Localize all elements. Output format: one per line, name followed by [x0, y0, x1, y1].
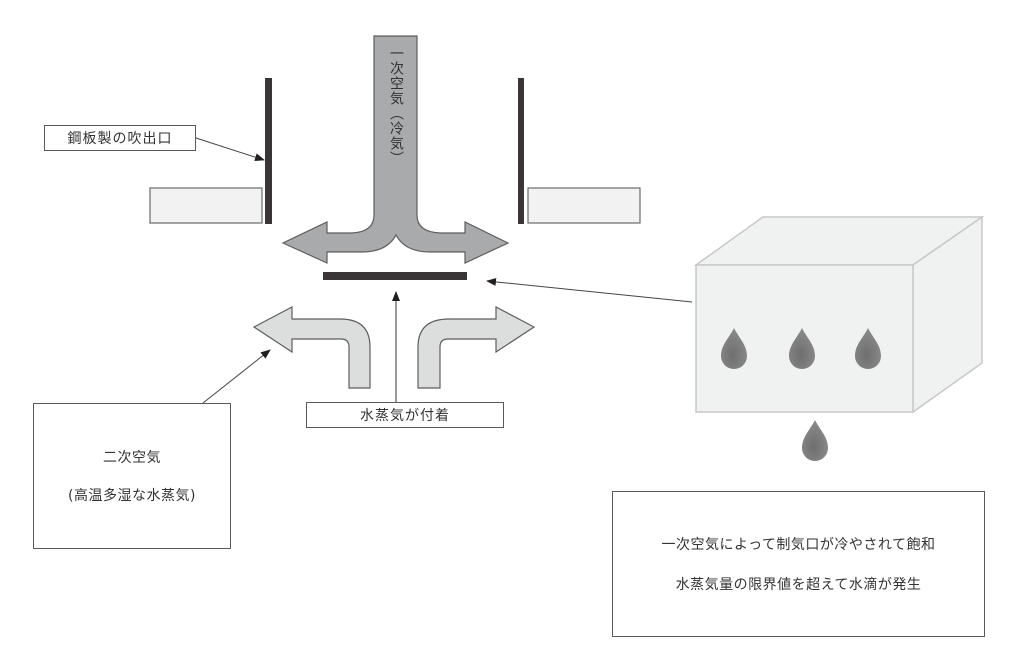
outlet-label-text: 鋼板製の吹出口 — [67, 131, 173, 147]
ceiling-block-right — [527, 187, 641, 224]
water-droplet-icon — [855, 328, 881, 369]
secondary-air-arrow-left — [252, 306, 371, 389]
steam-attach-label: 水蒸気が付着 — [306, 402, 504, 428]
outlet-wall-left — [265, 78, 272, 224]
result-line-2: 水蒸気量の限界値を超えて水滴が発生 — [675, 577, 922, 593]
secondary-air-leader-line — [202, 349, 271, 404]
primary-air-arrow — [281, 35, 510, 264]
outlet-leader-line — [195, 137, 265, 162]
primary-air-label-paren: （冷気） — [388, 106, 404, 166]
water-droplet-icon — [789, 328, 815, 369]
outlet-wall-right — [518, 78, 524, 224]
primary-air-label: 一次空気（冷気） — [386, 46, 406, 166]
steam-attach-label-text: 水蒸気が付着 — [360, 408, 450, 424]
falling-droplet-icon — [802, 420, 828, 461]
secondary-air-title: 二次空気 — [103, 450, 161, 466]
secondary-air-label: 二次空気 (高温多湿な水蒸気) — [33, 403, 231, 549]
outlet-label: 鋼板製の吹出口 — [44, 125, 196, 151]
secondary-air-detail: (高温多湿な水蒸気) — [68, 488, 196, 504]
result-line-1: 一次空気によって制気口が冷やされて飽和 — [661, 537, 936, 553]
damper-box — [693, 215, 985, 414]
box-leader-line — [486, 277, 693, 303]
ceiling-block-left — [149, 187, 263, 224]
primary-air-label-main: 一次空気 — [388, 46, 404, 106]
water-droplet-icon — [721, 328, 747, 369]
result-explanation: 一次空気によって制気口が冷やされて飽和 水蒸気量の限界値を超えて水滴が発生 — [612, 491, 985, 637]
deflector-plate — [323, 272, 467, 280]
secondary-air-arrow-right — [417, 306, 536, 389]
